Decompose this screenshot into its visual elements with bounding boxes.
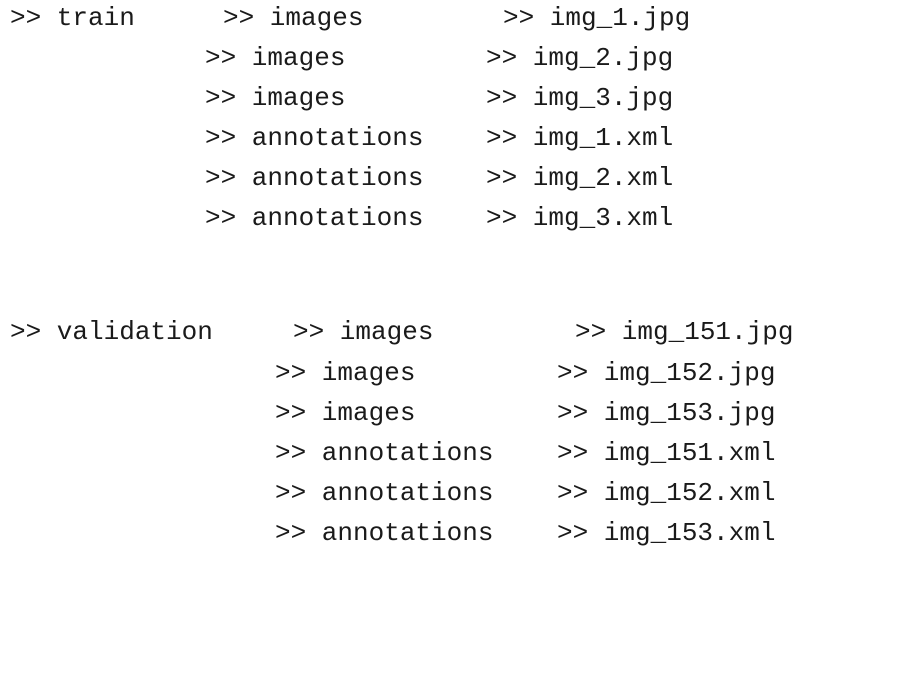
validation-file-label: >> img_151.xml [557,438,776,468]
train-folder-label: >> annotations [205,123,424,153]
train-folder-label: >> images [205,43,346,73]
validation-folder-label: >> annotations [275,438,494,468]
train-file-label: >> img_2.xml [486,163,674,193]
train-file-label: >> img_1.xml [486,123,674,153]
train-line-2: >> images >> img_2.jpg [0,38,921,78]
directory-structure-document: >> train >> images >> img_1.jpg >> image… [0,0,921,553]
validation-line-2: >> images >> img_152.jpg [0,353,921,393]
train-file-label: >> img_3.jpg [486,83,674,113]
train-line-6: >> annotations >> img_3.xml [0,198,921,238]
train-line-3: >> images >> img_3.jpg [0,78,921,118]
validation-line-1: >> validation >> images >> img_151.jpg [0,312,921,352]
train-folder-label: >> images [205,83,346,113]
validation-root-label: >> validation [10,317,213,347]
train-root-label: >> train [10,3,135,33]
validation-line-6: >> annotations >> img_153.xml [0,513,921,553]
train-folder-label: >> annotations [205,203,424,233]
validation-folder-label: >> images [275,358,416,388]
validation-file-label: >> img_152.jpg [557,358,776,388]
train-file-label: >> img_3.xml [486,203,674,233]
validation-file-label: >> img_153.xml [557,518,776,548]
validation-file-label: >> img_153.jpg [557,398,776,428]
train-line-4: >> annotations >> img_1.xml [0,118,921,158]
train-file-label: >> img_1.jpg [503,3,691,33]
train-line-1: >> train >> images >> img_1.jpg [0,0,921,38]
validation-folder-label: >> images [275,398,416,428]
validation-line-3: >> images >> img_153.jpg [0,393,921,433]
validation-folder-label: >> annotations [275,518,494,548]
train-folder-label: >> images [223,3,364,33]
validation-folder-label: >> annotations [275,478,494,508]
validation-file-label: >> img_152.xml [557,478,776,508]
validation-folder-label: >> images [293,317,434,347]
train-file-label: >> img_2.jpg [486,43,674,73]
validation-file-label: >> img_151.jpg [575,317,794,347]
validation-line-5: >> annotations >> img_152.xml [0,473,921,513]
train-folder-label: >> annotations [205,163,424,193]
validation-line-4: >> annotations >> img_151.xml [0,433,921,473]
train-line-5: >> annotations >> img_2.xml [0,158,921,198]
